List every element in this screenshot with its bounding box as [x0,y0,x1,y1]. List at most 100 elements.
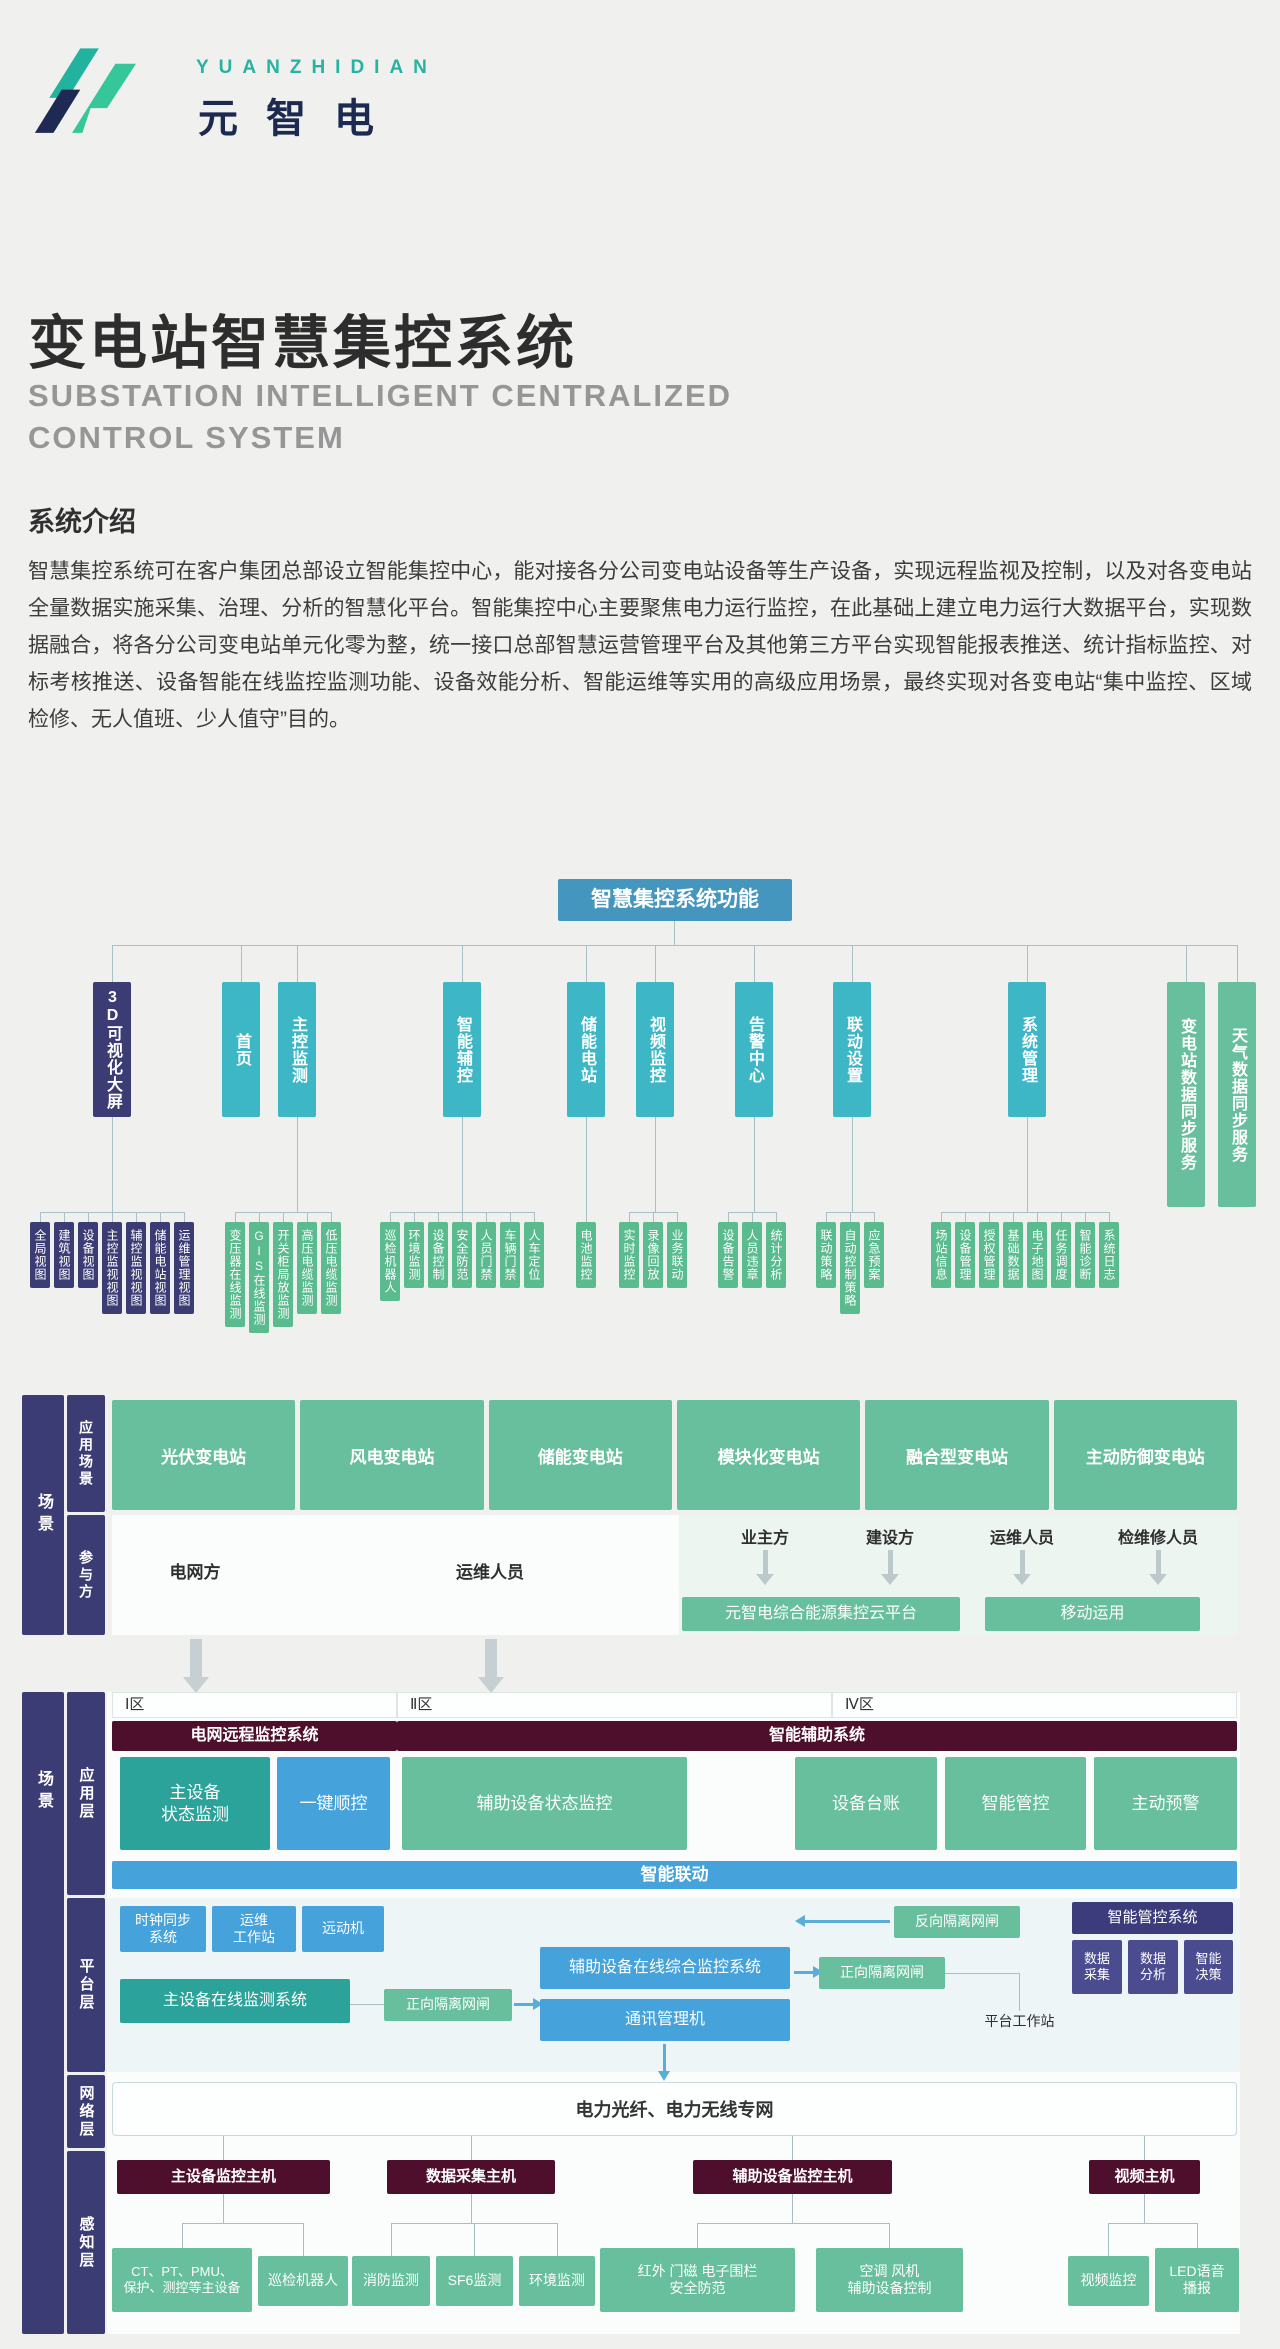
connector-line [350,2004,384,2005]
connector-line [754,1117,755,1213]
tree-leaf: 授权管理 [979,1212,999,1288]
connector-line [297,1117,298,1213]
app-scene-bar: 应用场景 [67,1395,105,1512]
tree-leaf: 设备告警 [718,1212,738,1288]
connector-line [462,1117,463,1213]
connector-line [471,2194,472,2223]
tree-leaf: 全局视图 [30,1212,50,1288]
tree-leaf: 电子地图 [1027,1212,1047,1288]
participant-label: 建设方 [865,1530,914,1547]
platform-box-comm-manager: 通讯管理机 [540,1999,790,2041]
connector-line [112,945,1238,946]
app-box-device-ledger: 设备台账 [795,1757,937,1850]
logo[interactable] [30,38,145,136]
tree-leaf-group: 巡检机器人 环境监测 设备控制 安全防范 人员门禁 车辆门禁 人车定位 [380,1212,544,1301]
participant-label: 运维人员 [989,1530,1054,1547]
zone-cell: Ⅳ区 [832,1692,1237,1718]
platform-box-main-online-monitor: 主设备在线监测系统 [120,1979,350,2023]
perception-device: 消防监测 [352,2256,430,2306]
tree-leaf: 巡检机器人 [380,1212,400,1301]
tree-leaf: 应急预案 [864,1212,884,1288]
tree-column: 储能电站 [567,945,605,1117]
zone-cell: Ⅰ区 [112,1692,397,1718]
scene-bar: 场景 [22,1395,64,1635]
tree-leaf: 建筑视图 [54,1212,74,1288]
layer-label-platform: 平台层 [67,1898,105,2072]
page-subtitle-line2: CONTROL SYSTEM [28,420,345,455]
connector-line [941,1212,1109,1213]
tree-column: 主控监测 [278,945,316,1117]
tree-leaf: 录像回放 [643,1212,663,1288]
connector-line [586,1117,587,1213]
app-box-main-device-monitor: 主设备 状态监测 [120,1757,270,1850]
tree-column: 系统管理 [1008,945,1046,1117]
connector-line [674,921,675,945]
app-header-aux: 智能辅助系统 [397,1721,1237,1751]
smart-control-system-box: 智能管控系统 [1072,1902,1233,1934]
connector-line [1197,2223,1198,2256]
tree-leaf: 联动策略 [816,1212,836,1288]
perception-device: 环境监测 [519,2256,595,2306]
perception-device: 空调 风机 辅助设备控制 [816,2248,963,2312]
tree-column: 变电站数据同步服务 [1167,945,1205,1207]
scenario-row: 光伏变电站 风电变电站 储能变电站 模块化变电站 融合型变电站 主动防御变电站 [112,1400,1237,1510]
tree-leaf: 设备控制 [428,1212,448,1288]
tree-leaf: 任务调度 [1051,1212,1071,1288]
perception-device: 红外 门磁 电子围栏 安全防范 [600,2248,795,2312]
tree-leaf-group: 变压器在线监测 GIS在线监测 开关柜局放监测 高压电缆监测 低压电缆监测 [225,1212,341,1333]
tree-leaf: 人车定位 [524,1212,544,1288]
intro-heading: 系统介绍 [28,507,136,537]
layer-label-network: 网络层 [67,2075,105,2148]
tree-leaf: 统计分析 [766,1212,786,1288]
tree-leaf: 运维管理视图 [174,1212,194,1314]
connector-line [792,2136,793,2160]
smart-linkage-bar: 智能联动 [112,1861,1237,1889]
platform-box-rtu: 远动机 [302,1906,384,1952]
connector-line [182,2223,183,2256]
network-box: 电力光纤、电力无线专网 [112,2082,1237,2136]
intro-paragraph: 智慧集控系统可在客户集团总部设立智能集控中心，能对接各分公司变电站设备等生产设备… [28,560,1252,731]
connector-line [852,1117,853,1213]
app-box-one-key-control: 一键顺控 [277,1757,390,1850]
connector-line [1108,2223,1197,2224]
app-box-smart-control: 智能管控 [945,1757,1086,1850]
down-arrow-icon [478,1639,504,1693]
tree-leaf: 实时监控 [619,1212,639,1288]
participant-label: 业主方 [740,1530,789,1547]
right-arrow-icon [794,1966,823,1978]
connector-line [223,2194,224,2223]
tree-leaf: 储能电站视图 [150,1212,170,1314]
tree-leaf: 安全防范 [452,1212,472,1288]
layer-label-application: 应用层 [67,1692,105,1895]
right-arrow-icon [514,1998,543,2010]
tree-leaf-group: 实时监控 录像回放 业务联动 [619,1212,687,1288]
platform-box-clock-sync: 时钟同步 系统 [120,1906,206,1952]
mobile-app-box: 移动运用 [985,1597,1200,1631]
smart-control-sub-box: 数据 采集 [1072,1940,1122,1994]
tree-leaf: 系统日志 [1099,1212,1119,1288]
scenario-box: 光伏变电站 [112,1400,296,1510]
tree-leaf: 环境监测 [404,1212,424,1288]
perception-host: 数据采集主机 [387,2160,555,2194]
smart-control-sub-box: 数据 分析 [1128,1940,1178,1994]
connector-line [655,1117,656,1213]
connector-line [391,2223,392,2256]
tree-leaf-group: 电池监控 [576,1212,596,1288]
platform-box-forward-gateway-2: 正向隔离网闸 [819,1957,945,1989]
down-arrow-icon [881,1550,899,1585]
platform-box-aux-online-monitor: 辅助设备在线综合监控系统 [540,1947,790,1989]
perception-device: LED语音 播报 [1155,2248,1239,2312]
perception-device: SF6监测 [436,2256,513,2306]
down-arrow-icon [1013,1550,1031,1585]
connector-line [697,2223,698,2256]
platform-box-reverse-gateway: 反向隔离网闸 [894,1906,1020,1938]
participants-bar: 参与方 [67,1515,105,1635]
brand-name-zh: 元智电 [198,97,402,141]
tree-root: 智慧集控系统功能 [558,879,792,921]
left-arrow-icon [795,1915,890,1927]
tree-leaf: 车辆门禁 [500,1212,520,1288]
tree-leaf-group: 全局视图 建筑视图 设备视图 主控监视视图 辅控监视视图 储能电站视图 运维管理… [30,1212,194,1314]
down-arrow-icon [658,2044,670,2081]
tree-leaf: 高压电缆监测 [297,1212,317,1314]
